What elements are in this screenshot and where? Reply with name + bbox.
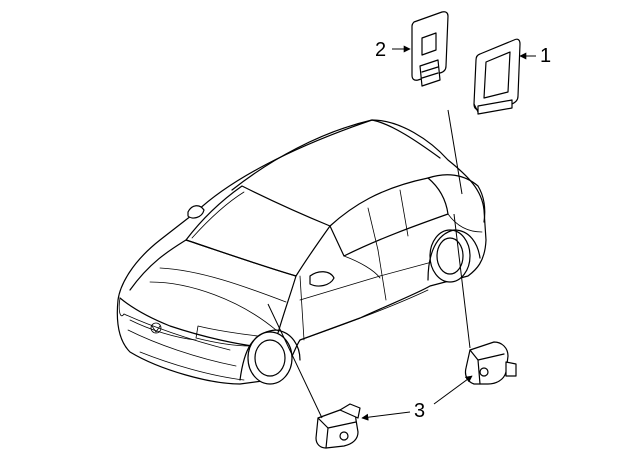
impact-sensor-front-part [315, 403, 361, 449]
svg-text:1: 1 [540, 45, 551, 67]
callout-2: 2 [375, 39, 411, 61]
sensor-module-part [411, 11, 449, 87]
control-module-part [473, 38, 521, 115]
svg-text:3: 3 [414, 400, 425, 422]
car-illustration [116, 119, 487, 385]
callout-1: 1 [519, 45, 551, 67]
impact-sensor-rear-part [464, 341, 517, 385]
svg-text:2: 2 [375, 39, 386, 61]
callout-3: 3 [361, 375, 473, 422]
leader-lines [267, 109, 471, 419]
